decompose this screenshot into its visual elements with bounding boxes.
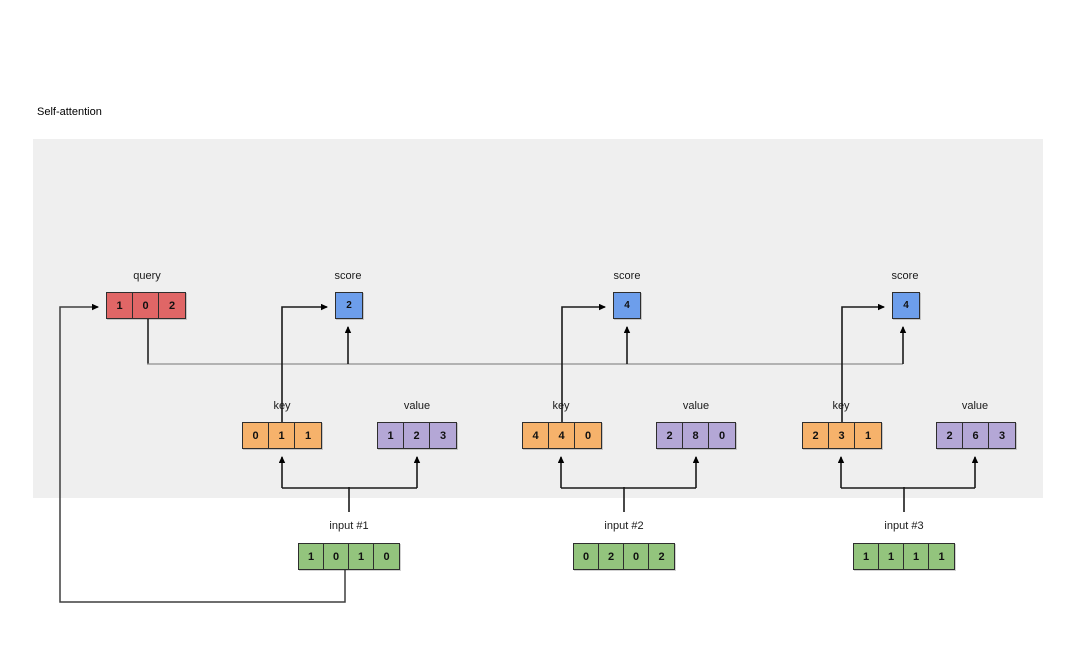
input-cell: 0	[324, 544, 349, 569]
score-cell: 4	[893, 293, 919, 318]
value-label-1: value	[403, 400, 431, 412]
score-label-2: score	[613, 270, 641, 282]
key-cell: 2	[803, 423, 829, 448]
input-cell: 0	[374, 544, 399, 569]
score-label-3: score	[891, 270, 919, 282]
key-label-3: key	[832, 400, 850, 412]
key-cell: 1	[295, 423, 321, 448]
value-label-3: value	[961, 400, 989, 412]
score-cell: 2	[336, 293, 362, 318]
value-cell: 0	[709, 423, 735, 448]
input-cell: 1	[349, 544, 374, 569]
key-cell: 0	[243, 423, 269, 448]
value-cell: 1	[378, 423, 404, 448]
score-box-3: 4	[892, 292, 920, 319]
value-cell: 3	[430, 423, 456, 448]
input-cell: 2	[649, 544, 674, 569]
score-cell: 4	[614, 293, 640, 318]
value-cell: 6	[963, 423, 989, 448]
query-cell: 1	[107, 293, 133, 318]
score-box-2: 4	[613, 292, 641, 319]
input-cell: 0	[574, 544, 599, 569]
input-cell: 1	[854, 544, 879, 569]
key-cell: 0	[575, 423, 601, 448]
key-cell: 3	[829, 423, 855, 448]
input-cell: 1	[879, 544, 904, 569]
score-box-1: 2	[335, 292, 363, 319]
key-cell: 4	[549, 423, 575, 448]
key-label-1: key	[273, 400, 291, 412]
value-cell: 8	[683, 423, 709, 448]
key-cell: 1	[269, 423, 295, 448]
query-label: query	[133, 270, 161, 282]
key-label-2: key	[552, 400, 570, 412]
diagram-title: Self-attention	[37, 106, 102, 118]
input-label-3: input #3	[884, 520, 924, 532]
input-cell: 1	[929, 544, 954, 569]
key-cell: 1	[855, 423, 881, 448]
input-cell: 2	[599, 544, 624, 569]
input-label-1: input #1	[329, 520, 369, 532]
value-cell: 3	[989, 423, 1015, 448]
input-cell: 1	[904, 544, 929, 569]
score-label-1: score	[334, 270, 362, 282]
input-cell: 0	[624, 544, 649, 569]
value-cell: 2	[657, 423, 683, 448]
value-cell: 2	[404, 423, 430, 448]
value-label-2: value	[682, 400, 710, 412]
query-cell: 0	[133, 293, 159, 318]
input-label-2: input #2	[604, 520, 644, 532]
key-cell: 4	[523, 423, 549, 448]
value-cell: 2	[937, 423, 963, 448]
input-cell: 1	[299, 544, 324, 569]
query-cell: 2	[159, 293, 185, 318]
